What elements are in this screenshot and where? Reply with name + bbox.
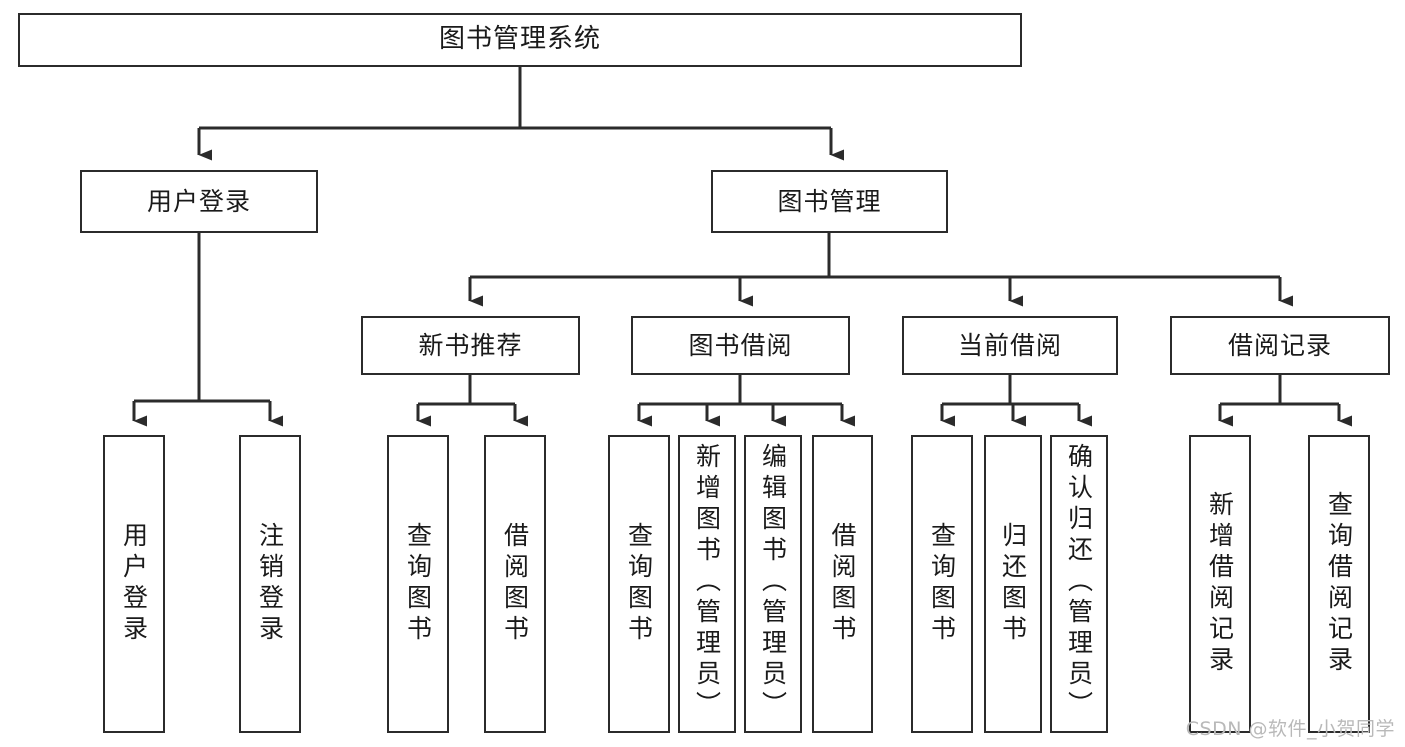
node-leaf-user-logout[interactable]: 注销登录 <box>239 435 301 733</box>
node-user-login-label: 用户登录 <box>146 186 251 216</box>
node-leaf-query-record-label: 查询借阅记录 <box>1324 491 1354 677</box>
node-leaf-query-book-1[interactable]: 查询图书 <box>387 435 449 733</box>
node-current-borrow[interactable]: 当前借阅 <box>902 316 1118 375</box>
node-leaf-add-book[interactable]: 新增图书（管理员） <box>678 435 736 733</box>
node-leaf-borrow-book-2-label: 借阅图书 <box>828 522 857 646</box>
node-root[interactable]: 图书管理系统 <box>18 13 1022 67</box>
node-leaf-user-login-label: 用户登录 <box>119 522 149 646</box>
node-root-label: 图书管理系统 <box>438 24 601 55</box>
node-leaf-confirm-return-label: 确认归还（管理员） <box>1064 443 1094 722</box>
node-leaf-query-book-3[interactable]: 查询图书 <box>911 435 973 733</box>
node-book-borrow[interactable]: 图书借阅 <box>631 316 850 375</box>
node-leaf-user-logout-label: 注销登录 <box>255 522 285 646</box>
node-new-book-rec-label: 新书推荐 <box>418 330 523 360</box>
node-leaf-add-record[interactable]: 新增借阅记录 <box>1189 435 1251 733</box>
node-leaf-edit-book-label: 编辑图书（管理员） <box>758 443 788 722</box>
node-leaf-borrow-book-1-label: 借阅图书 <box>500 522 530 646</box>
node-leaf-query-record[interactable]: 查询借阅记录 <box>1308 435 1370 733</box>
node-leaf-query-book-3-label: 查询图书 <box>927 522 957 646</box>
node-book-manage-label: 图书管理 <box>777 186 882 216</box>
node-leaf-query-book-1-label: 查询图书 <box>403 522 433 646</box>
node-leaf-query-book-2-label: 查询图书 <box>624 522 654 646</box>
node-borrow-record[interactable]: 借阅记录 <box>1170 316 1390 375</box>
node-leaf-return-book-label: 归还图书 <box>998 522 1028 646</box>
node-leaf-query-book-2[interactable]: 查询图书 <box>608 435 670 733</box>
node-borrow-record-label: 借阅记录 <box>1227 330 1332 360</box>
node-leaf-user-login[interactable]: 用户登录 <box>103 435 165 733</box>
node-leaf-edit-book[interactable]: 编辑图书（管理员） <box>744 435 802 733</box>
node-user-login[interactable]: 用户登录 <box>80 170 318 233</box>
node-book-manage[interactable]: 图书管理 <box>711 170 948 233</box>
node-leaf-add-record-label: 新增借阅记录 <box>1205 491 1235 677</box>
node-leaf-confirm-return[interactable]: 确认归还（管理员） <box>1050 435 1108 733</box>
node-leaf-return-book[interactable]: 归还图书 <box>984 435 1042 733</box>
node-leaf-borrow-book-2[interactable]: 借阅图书 <box>812 435 873 733</box>
node-new-book-rec[interactable]: 新书推荐 <box>361 316 580 375</box>
node-book-borrow-label: 图书借阅 <box>688 330 793 360</box>
watermark-text: CSDN @软件_小贺同学 <box>1185 718 1395 740</box>
node-current-borrow-label: 当前借阅 <box>957 330 1062 360</box>
node-leaf-borrow-book-1[interactable]: 借阅图书 <box>484 435 546 733</box>
node-leaf-add-book-label: 新增图书（管理员） <box>692 443 722 722</box>
